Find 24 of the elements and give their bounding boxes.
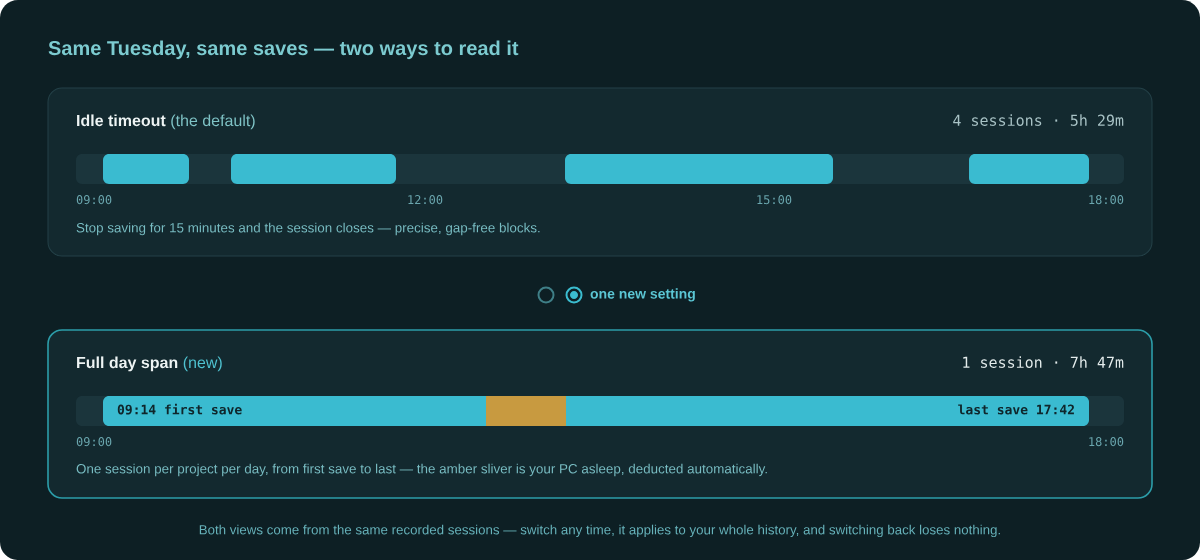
diagram-title: Same Tuesday, same saves — two ways to read it xyxy=(48,40,519,60)
session-bar xyxy=(969,154,1089,184)
sleep-sliver xyxy=(486,396,566,426)
session-bar xyxy=(103,154,189,184)
tick-label: 12:00 xyxy=(408,195,443,205)
caption: Both views come from the same recorded sessions — switch any time, it applies to your whole history, and switching back loses nothing. xyxy=(199,524,1000,538)
heading-note: (new) xyxy=(183,356,222,372)
option-label: one new setting xyxy=(590,288,695,302)
heading-note: (the default) xyxy=(171,114,255,130)
tick-label: 15:00 xyxy=(757,195,792,205)
tick-label: 09:00 xyxy=(76,195,112,205)
tick-label: 09:00 xyxy=(76,437,112,447)
panel-description: One session per project per day, from first save to last — the amber sliver is your PC asleep, deducted automatically. xyxy=(76,463,767,477)
session-bar xyxy=(565,154,833,184)
bar-label: 09:14 first save xyxy=(117,403,242,415)
tick-label: 18:00 xyxy=(1089,195,1124,205)
session-bar xyxy=(231,154,396,184)
session-summary: 1 session · 7h 47m xyxy=(963,356,1124,368)
bar-label: last save 17:42 xyxy=(958,404,1074,415)
panel-heading: Idle timeout xyxy=(77,114,166,127)
panel-description: Stop saving for 15 minutes and the session closes — precise, gap-free blocks. xyxy=(76,222,540,236)
session-summary: 4 sessions · 5h 29m xyxy=(953,114,1124,126)
tick-label: 18:00 xyxy=(1089,437,1124,447)
panel-heading: Full day span xyxy=(77,356,178,372)
